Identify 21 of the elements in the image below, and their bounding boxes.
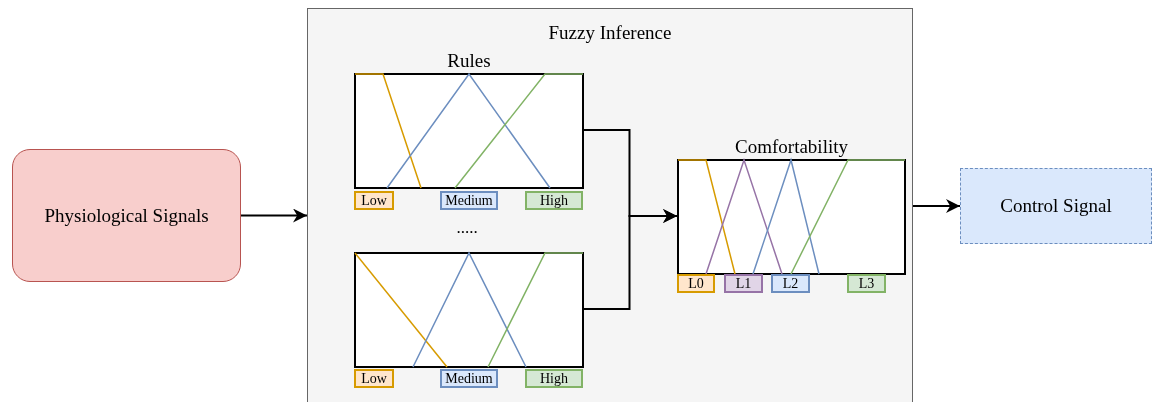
process-box: Physiological Signals [12,149,241,282]
term-label: Low [354,369,394,388]
process-box: Control Signal [960,168,1152,244]
plot-title: Rules [447,50,491,72]
term-label: L0 [677,274,715,293]
term-label: Medium [440,369,498,388]
term-label: High [525,191,583,210]
term-label: L2 [771,274,810,293]
arrow [581,209,678,310]
term-label: L3 [847,274,886,293]
plot-title: Comfortability [735,136,848,158]
group-title: Fuzzy Inference [548,22,672,44]
term-label: Medium [440,191,498,210]
membership-plot [355,253,583,367]
term-label: L1 [724,274,763,293]
ellipsis-text: ..... [456,218,478,238]
term-label: Low [354,191,394,210]
arrow [912,199,961,213]
group-panel [307,8,913,402]
term-label: High [525,369,583,388]
arrow [240,208,308,223]
